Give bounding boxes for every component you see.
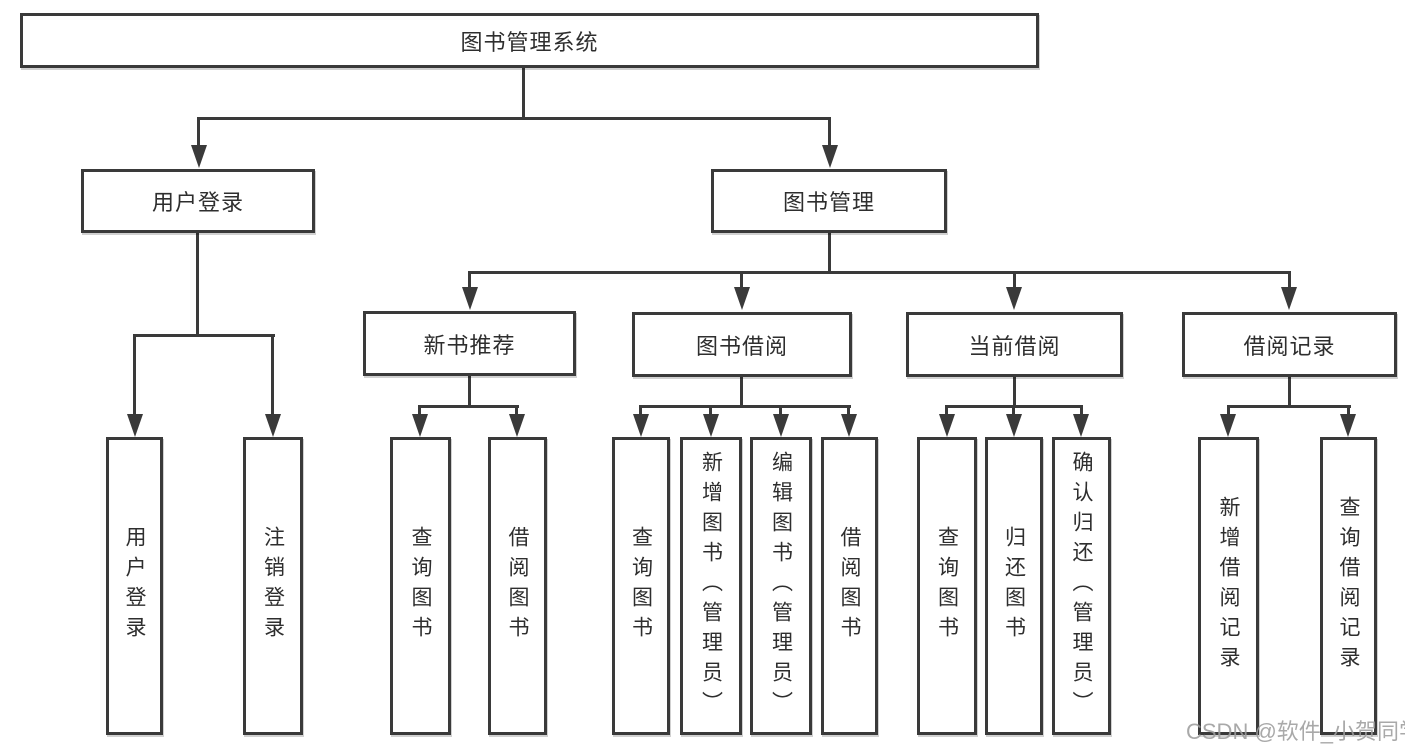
leaf-add-borrow-record-label: 新增借阅记录: [1217, 496, 1241, 676]
connector-level3-bus: [468, 271, 1291, 274]
leaf-confirm-return-admin-label: 确认归还（管理员）: [1070, 451, 1094, 721]
arrow-down-icon: [509, 414, 525, 437]
leaf-edit-books-admin-label: 编辑图书（管理员）: [769, 451, 793, 721]
connector-book-management-stem: [828, 233, 831, 273]
node-current-borrowing-label: 当前借阅: [968, 333, 1061, 359]
leaf-borrow-books: 借阅图书: [821, 437, 878, 735]
connector-drop-leaf: [945, 405, 948, 415]
arrow-down-icon: [412, 414, 428, 437]
leaf-confirm-return-admin: 确认归还（管理员）: [1052, 437, 1111, 735]
connector-new-book-bus: [418, 405, 519, 408]
node-borrowing-records: 借阅记录: [1182, 312, 1397, 377]
leaf-query-books-borrowing-label: 查询图书: [629, 526, 653, 646]
leaf-query-borrow-record-label: 查询借阅记录: [1337, 496, 1361, 676]
node-new-book-recommend-label: 新书推荐: [423, 332, 516, 358]
connector-drop-leaf: [639, 405, 642, 415]
connector-drop-leaf: [133, 334, 136, 415]
connector-drop-leaf: [847, 405, 850, 415]
connector-new-book-stem: [468, 376, 471, 407]
leaf-query-books-borrowing: 查询图书: [612, 437, 670, 735]
node-new-book-recommend: 新书推荐: [363, 311, 576, 376]
leaf-borrow-books-recommend-label: 借阅图书: [506, 526, 530, 646]
arrow-down-icon: [822, 145, 838, 168]
arrow-down-icon: [265, 414, 281, 437]
arrow-down-icon: [734, 287, 750, 310]
arrow-down-icon: [462, 287, 478, 310]
leaf-query-borrow-record: 查询借阅记录: [1320, 437, 1377, 735]
connector-user-login-stem: [196, 233, 199, 336]
connector-borrowing-records-bus: [1227, 405, 1351, 408]
arrow-down-icon: [841, 414, 857, 437]
arrow-down-icon: [1220, 414, 1236, 437]
watermark: CSDN @软件_小贺同学: [1186, 719, 1405, 744]
node-book-borrowing-label: 图书借阅: [695, 333, 788, 359]
connector-book-borrowing-bus: [639, 405, 851, 408]
node-book-management-label: 图书管理: [782, 190, 875, 215]
connector-drop-leaf: [515, 405, 518, 415]
arrow-down-icon: [191, 145, 207, 168]
connector-root-stem: [522, 68, 525, 120]
leaf-query-books-recommend: 查询图书: [390, 437, 451, 735]
arrow-down-icon: [127, 414, 143, 437]
arrow-down-icon: [1340, 414, 1356, 437]
node-user-login-label: 用户登录: [151, 190, 244, 215]
node-root: 图书管理系统: [20, 13, 1039, 68]
leaf-user-login: 用户登录: [106, 437, 163, 735]
connector-drop-current-borrowing: [1013, 271, 1016, 287]
node-current-borrowing: 当前借阅: [906, 312, 1123, 377]
arrow-down-icon: [633, 414, 649, 437]
leaf-borrow-books-label: 借阅图书: [838, 526, 862, 646]
leaf-user-login-label: 用户登录: [123, 526, 147, 646]
leaf-query-books-current: 查询图书: [917, 437, 977, 735]
node-book-management: 图书管理: [711, 169, 947, 233]
leaf-return-books: 归还图书: [985, 437, 1043, 735]
connector-drop-leaf: [709, 405, 712, 415]
leaf-query-books-recommend-label: 查询图书: [409, 526, 433, 646]
leaf-return-books-label: 归还图书: [1002, 526, 1026, 646]
arrow-down-icon: [1073, 414, 1089, 437]
node-root-label: 图书管理系统: [460, 29, 599, 55]
connector-level2-bus: [197, 117, 831, 120]
arrow-down-icon: [703, 414, 719, 437]
node-borrowing-records-label: 借阅记录: [1243, 333, 1336, 359]
arrow-down-icon: [939, 414, 955, 437]
connector-drop-leaf: [1227, 405, 1230, 415]
connector-drop-leaf: [1347, 405, 1350, 415]
connector-drop-leaf: [418, 405, 421, 415]
arrow-down-icon: [1006, 287, 1022, 310]
connector-drop-user-login: [197, 117, 200, 147]
connector-drop-book-management: [828, 117, 831, 147]
arrow-down-icon: [773, 414, 789, 437]
leaf-logout: 注销登录: [243, 437, 303, 735]
connector-drop-book-borrowing: [740, 271, 743, 287]
leaf-query-books-current-label: 查询图书: [935, 526, 959, 646]
connector-borrowing-records-stem: [1288, 377, 1291, 407]
leaf-borrow-books-recommend: 借阅图书: [488, 437, 547, 735]
connector-drop-leaf: [271, 334, 274, 415]
connector-user-login-bus: [133, 334, 275, 337]
leaf-add-borrow-record: 新增借阅记录: [1198, 437, 1259, 735]
leaf-add-books-admin-label: 新增图书（管理员）: [699, 451, 723, 721]
connector-drop-leaf: [779, 405, 782, 415]
connector-book-borrowing-stem: [740, 377, 743, 407]
node-user-login: 用户登录: [81, 169, 315, 233]
leaf-logout-label: 注销登录: [261, 526, 285, 646]
node-book-borrowing: 图书借阅: [632, 312, 852, 377]
leaf-edit-books-admin: 编辑图书（管理员）: [750, 437, 812, 735]
connector-current-borrowing-stem: [1013, 377, 1016, 407]
arrow-down-icon: [1281, 287, 1297, 310]
connector-drop-leaf: [1012, 405, 1015, 415]
arrow-down-icon: [1006, 414, 1022, 437]
connector-drop-new-book: [468, 271, 471, 287]
connector-drop-borrowing-records: [1288, 271, 1291, 287]
connector-drop-leaf: [1080, 405, 1083, 415]
leaf-add-books-admin: 新增图书（管理员）: [680, 437, 742, 735]
